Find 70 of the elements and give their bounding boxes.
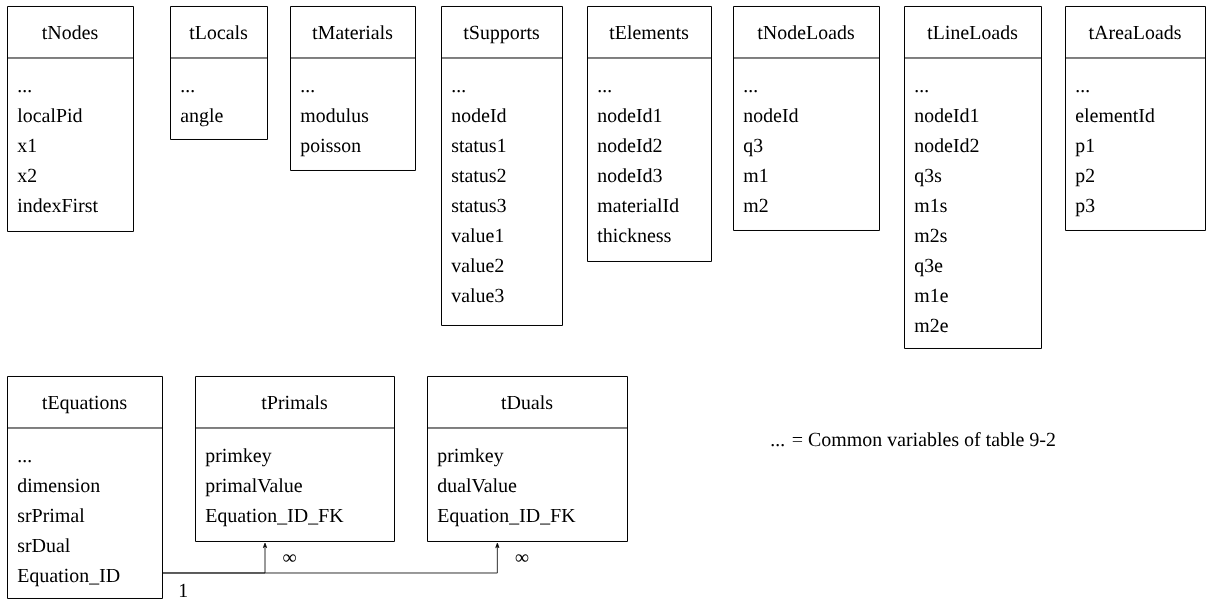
field-name: Equation_ID_FK (437, 508, 576, 527)
field-name: q3s (914, 168, 942, 187)
field-name: p1 (1075, 138, 1094, 157)
field-name: ... (744, 89, 757, 93)
edge-label: ∞ (513, 553, 531, 565)
field-name: nodeId (743, 108, 799, 123)
field-name: dualValue (437, 478, 517, 493)
field-name: ... (18, 459, 31, 463)
field-name: status3 (452, 198, 506, 213)
table-name: tElements (609, 25, 689, 40)
table-name: tPrimals (261, 395, 327, 410)
field-name: m1e (914, 288, 948, 303)
field-name: x2 (17, 168, 37, 182)
field-name: elementId (1076, 108, 1155, 123)
field-name: poisson (300, 138, 361, 157)
field-name: nodeId1 (914, 108, 979, 123)
field-name: ... (915, 89, 928, 93)
field-name: primkey (205, 448, 272, 467)
field-name: m2e (914, 318, 948, 333)
field-name: nodeId (451, 108, 507, 123)
cardinality-label: 1 (179, 583, 187, 597)
field-name: srPrimal (18, 508, 85, 523)
field-name: x1 (17, 138, 36, 152)
field-name: nodeId2 (597, 138, 662, 153)
field-name: materialId (597, 198, 679, 213)
field-name: ... (598, 89, 611, 93)
connector (162, 542, 500, 574)
field-name: thickness (597, 228, 671, 243)
table-name: tNodeLoads (757, 25, 854, 40)
field-name: m1 (743, 168, 768, 182)
table-name: tSupports (463, 25, 539, 44)
field-name: primkey (437, 448, 504, 467)
field-name: dimension (17, 478, 100, 493)
field-name: status2 (452, 168, 506, 183)
table-name: tMaterials (312, 25, 393, 40)
field-name: srDual (18, 538, 70, 553)
field-name: ... (452, 89, 465, 93)
field-name: q3 (743, 138, 763, 157)
field-name: value3 (451, 288, 504, 303)
field-name: Equation_ID_FK (205, 508, 344, 527)
field-name: ... (301, 89, 314, 93)
field-name: Equation_ID (17, 568, 120, 587)
field-name: m2 (743, 198, 768, 212)
table-name: tLocals (189, 25, 248, 40)
field-name: ... (1076, 89, 1089, 93)
field-name: p2 (1075, 168, 1094, 187)
field-name: value2 (451, 258, 504, 273)
edge-label: ∞ (281, 553, 298, 565)
field-name: localPid (17, 108, 83, 123)
field-name: m2s (914, 228, 947, 243)
table-name: tAreaLoads (1088, 25, 1181, 40)
field-name: nodeId1 (597, 108, 662, 123)
field-name: p3 (1075, 198, 1095, 217)
table-name: tDuals (501, 395, 553, 410)
field-name: value1 (451, 228, 504, 243)
field-name: angle (180, 108, 223, 127)
field-name: ... (181, 89, 194, 93)
field-name: status1 (452, 138, 506, 153)
field-name: primalValue (205, 478, 302, 497)
field-name: nodeId2 (914, 138, 979, 153)
field-name: modulus (300, 108, 369, 123)
table-name: tNodes (41, 25, 98, 40)
table-name: tLineLoads (927, 25, 1018, 40)
field-name: indexFirst (17, 198, 98, 213)
field-name: ... (18, 89, 31, 93)
field-name: nodeId3 (597, 168, 662, 183)
field-name: q3e (914, 258, 943, 277)
table-name: tEquations (42, 395, 127, 414)
note-text: ... = Common variables of table 9-2 (771, 431, 1055, 447)
field-name: m1s (914, 198, 947, 213)
